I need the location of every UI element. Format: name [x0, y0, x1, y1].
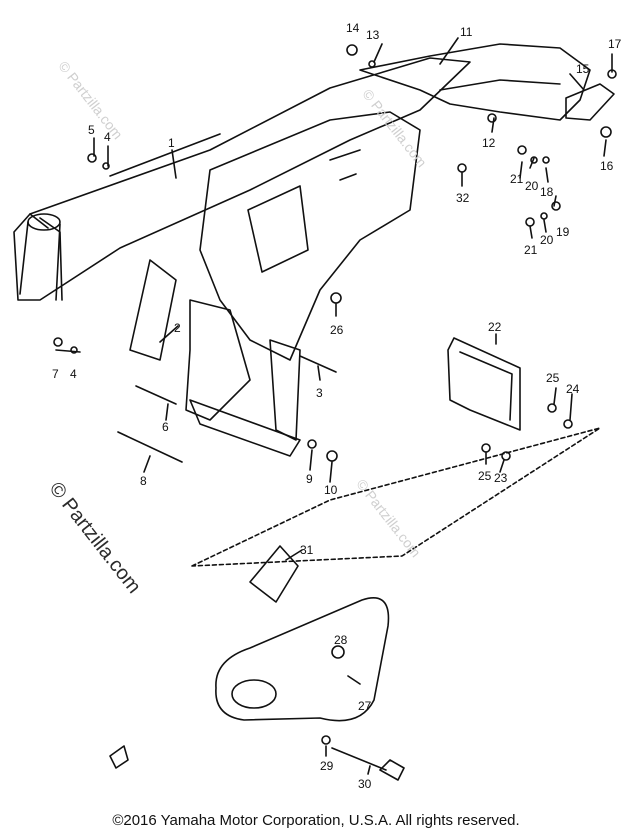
callout-number: 2 [174, 321, 181, 335]
callout-number: 4 [70, 367, 77, 381]
battery-box [447, 337, 521, 431]
callout-number: 9 [306, 472, 313, 486]
callout-number: 20 [525, 179, 539, 193]
callout-number: 16 [600, 159, 614, 173]
callout-number: 21 [524, 243, 538, 257]
callout-number: 14 [346, 21, 360, 35]
callout-number: 25 [478, 469, 492, 483]
chain-case [215, 597, 390, 722]
callout-number: 29 [320, 759, 334, 773]
callout-number: 1 [168, 136, 175, 150]
callout-number: 30 [358, 777, 372, 791]
callout-number: 21 [510, 172, 524, 186]
callout-number: 5 [88, 123, 95, 137]
callout-number: 23 [494, 471, 508, 485]
rear-fender [359, 43, 591, 121]
callout-number: 25 [546, 371, 560, 385]
copyright-text: ©2016 Yamaha Motor Corporation, U.S.A. A… [112, 812, 520, 829]
callout-number: 17 [608, 37, 622, 51]
callout-number: 7 [52, 367, 59, 381]
callout-number: 15 [576, 62, 590, 76]
callout-number: 6 [162, 420, 169, 434]
frame-main-tube [13, 57, 471, 301]
callout-number: 13 [366, 28, 380, 42]
callout-number: 10 [324, 483, 338, 497]
callout-number: 32 [456, 191, 470, 205]
callout-number: 26 [330, 323, 344, 337]
callout-number: 28 [334, 633, 348, 647]
callout-number: 22 [488, 320, 502, 334]
callout-number: 19 [556, 225, 570, 239]
callout-number: 11 [460, 25, 473, 39]
frame-side-plate [199, 111, 421, 361]
callout-number: 24 [566, 382, 580, 396]
callout-number: 3 [316, 386, 323, 400]
callout-number: 20 [540, 233, 554, 247]
callout-number: 12 [482, 136, 496, 150]
callout-number: 31 [300, 543, 314, 557]
callout-number: 8 [140, 474, 147, 488]
callout-number: 4 [104, 130, 111, 144]
callout-number: 27 [358, 699, 372, 713]
callout-number: 18 [540, 185, 554, 199]
